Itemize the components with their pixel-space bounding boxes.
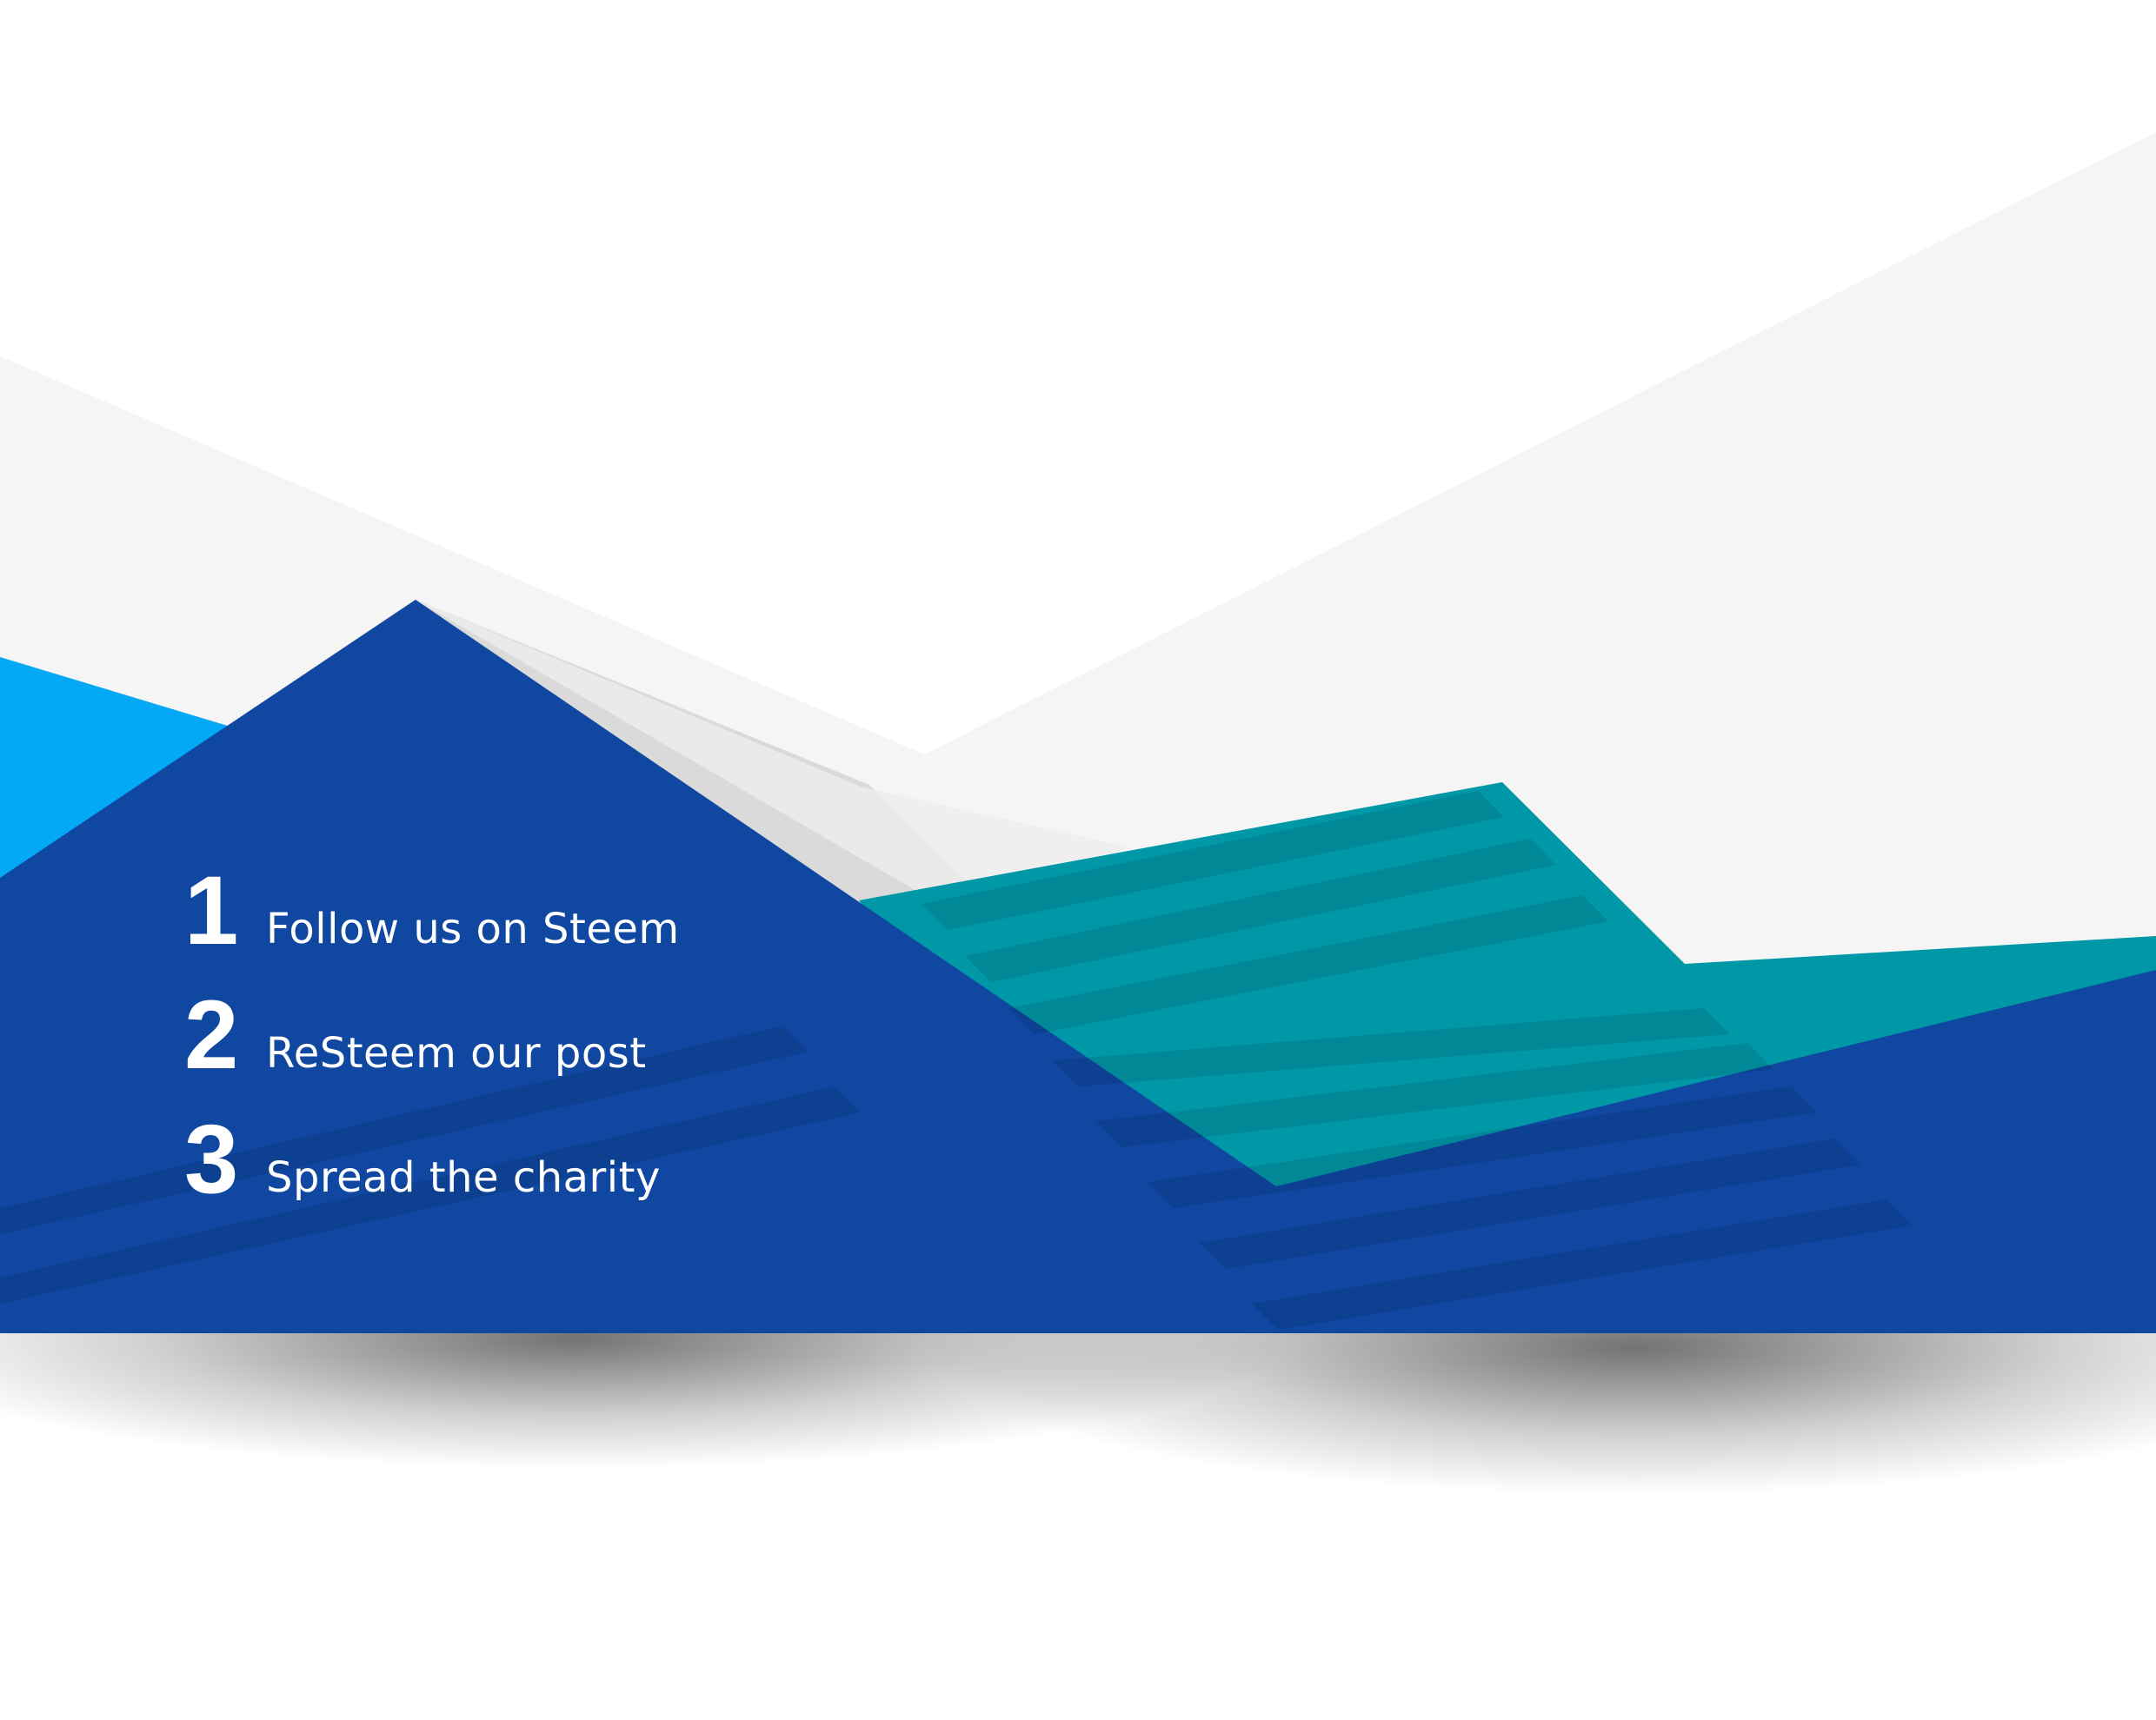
sky-blue-plane xyxy=(0,657,230,878)
step-3: 3 Spread the charity xyxy=(184,1111,967,1235)
ridge-shadow-light xyxy=(416,600,1130,904)
step-2-number: 2 xyxy=(184,980,239,1089)
steps-list: 1 Follow us on Steem 2 ReSteem our post … xyxy=(184,862,967,1235)
step-1-text: Follow us on Steem xyxy=(266,905,680,953)
blue-mountain xyxy=(0,600,2156,1333)
step-1-number: 1 xyxy=(184,856,239,965)
step-2: 2 ReSteem our post xyxy=(184,986,967,1111)
stripe-texture xyxy=(0,791,1913,1330)
step-1: 1 Follow us on Steem xyxy=(184,862,967,986)
step-2-text: ReSteem our post xyxy=(266,1029,647,1078)
step-3-number: 3 xyxy=(184,1105,239,1213)
banner-shadow xyxy=(0,1333,2156,1495)
step-3-text: Spread the charity xyxy=(266,1153,661,1202)
